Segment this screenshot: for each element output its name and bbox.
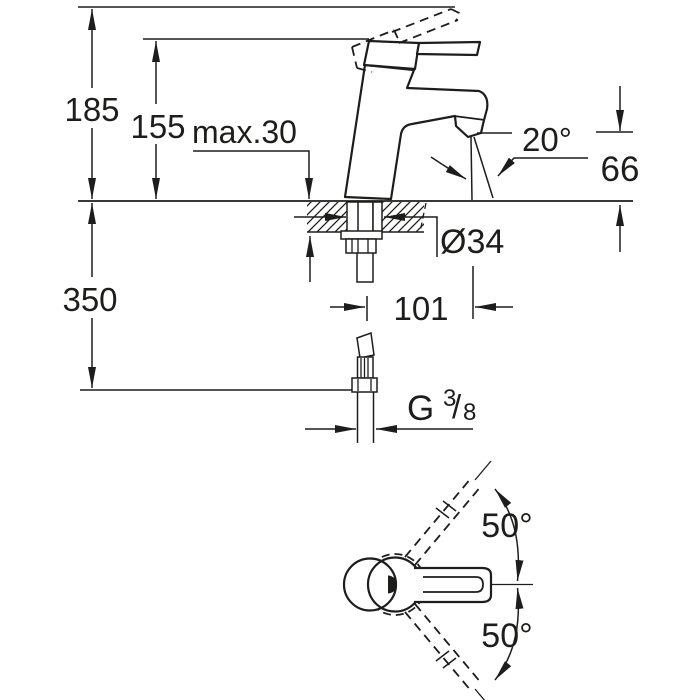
dim-projection: 101 <box>393 290 448 327</box>
top-view: 50° 50° <box>342 460 533 700</box>
dim-deck-thickness: max.30 <box>192 114 297 150</box>
break-marks-lower <box>435 650 457 669</box>
swing-arc-arrow <box>430 156 467 180</box>
ferrule-crimps <box>360 358 369 377</box>
hose-braid <box>356 331 375 359</box>
vertical-ref-line <box>470 136 473 201</box>
spray-direction-line <box>473 136 494 199</box>
hose-ferrule <box>356 356 374 379</box>
dim-hole-diameter: Ø34 <box>440 223 504 261</box>
handle-position-lower-dashed <box>404 603 483 693</box>
swivel-arc-upper <box>494 488 524 582</box>
aerator-line <box>453 115 486 121</box>
nut-facets <box>351 239 369 253</box>
shank-wall-right <box>372 201 383 233</box>
faucet-body <box>343 63 489 201</box>
thread-slash: / <box>452 388 462 425</box>
dim-hose-length: 350 <box>62 281 117 318</box>
dim-height-to-spout: 155 <box>130 108 185 145</box>
dim-swivel-lower: 50° <box>481 617 532 655</box>
washer <box>340 230 383 240</box>
hose-tube <box>356 392 375 443</box>
hose-nut <box>351 377 378 393</box>
handle-top-slot <box>423 576 484 593</box>
thread-numerator: 3 <box>443 385 456 412</box>
dim-height-total: 185 <box>64 91 119 128</box>
side-view-dimensions: 185 155 350 max.30 Ø34 20° 66 101 <box>62 9 640 433</box>
mounting-nut <box>345 238 377 254</box>
supply-hose <box>351 331 378 443</box>
dim-spray-angle: 20° <box>522 121 572 158</box>
lever-raised-dashed <box>351 8 461 73</box>
extension-line-upper <box>474 460 492 481</box>
break-marks-upper <box>435 500 457 519</box>
handle-position-upper-dashed <box>404 476 483 566</box>
mounting-shank <box>340 201 383 283</box>
dim-thread-size: G 3 / 8 <box>407 385 476 428</box>
hose-nut-facets <box>357 379 372 391</box>
thread-denominator: 8 <box>463 399 476 426</box>
lever-handle <box>415 40 482 57</box>
extension-line-lower <box>474 688 486 700</box>
dim-swivel-upper: 50° <box>481 507 532 545</box>
thread-letter: G <box>407 389 434 428</box>
cartridge-marker <box>388 575 397 594</box>
shank-wall-left <box>346 201 359 233</box>
side-view <box>78 6 633 443</box>
spray-angle-construction <box>430 136 494 201</box>
swivel-arc-lower <box>494 587 524 681</box>
dim-spout-height: 66 <box>601 150 640 189</box>
cartridge-block <box>362 39 421 71</box>
